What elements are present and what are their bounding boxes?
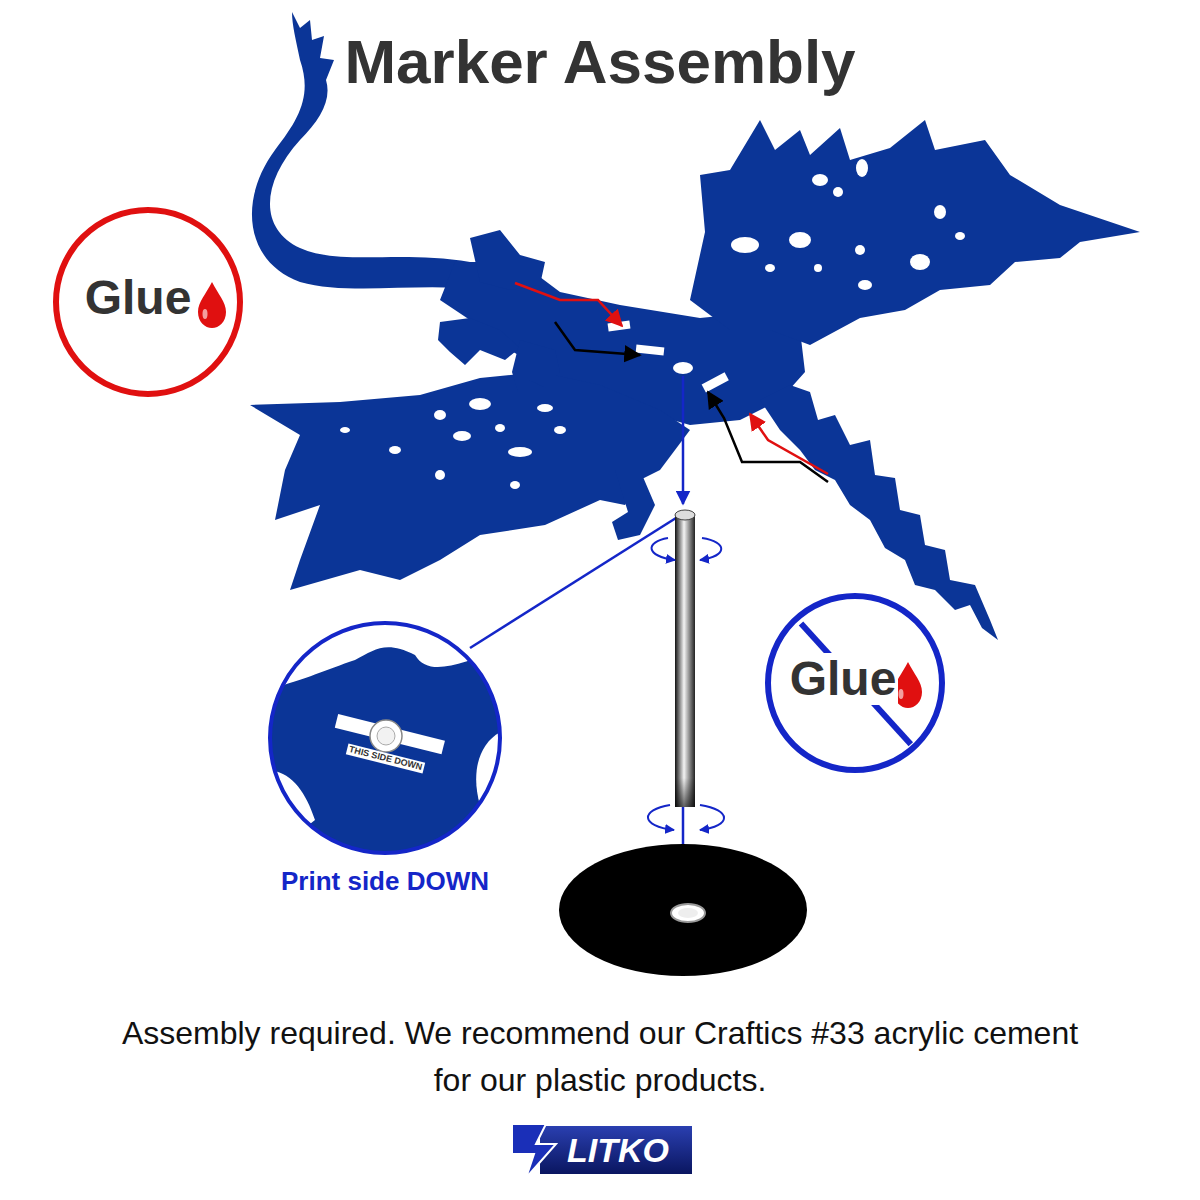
glue-label: Glue — [788, 653, 899, 705]
wing-holes-part — [910, 254, 930, 270]
sticker-hole — [377, 727, 395, 745]
support-rod-part — [675, 510, 695, 520]
wing-holes-part — [453, 431, 471, 441]
wing-holes-part — [858, 280, 872, 290]
logo-badge-part — [540, 1126, 692, 1174]
sticker-disc — [370, 720, 402, 752]
rotation-arrows — [648, 538, 724, 830]
wing-holes-part — [495, 424, 505, 432]
logo-badge-part — [512, 1124, 556, 1178]
diagram-title: Marker Assembly — [0, 24, 1200, 100]
rotation-arrows-part — [648, 805, 674, 830]
glue-arrows-part — [708, 392, 828, 482]
glue-drops — [198, 282, 922, 708]
inset-dragon-detail-part — [265, 620, 505, 860]
wing-holes-part — [765, 264, 775, 272]
inset-caption: Print side DOWN — [255, 865, 515, 898]
wing-holes-part — [702, 372, 729, 392]
inset-body — [265, 647, 505, 860]
wing-holes-part — [469, 398, 491, 410]
wing-holes-part — [673, 362, 693, 374]
base-disc — [559, 844, 807, 976]
placement-arrows-part — [682, 376, 685, 504]
dragon-silhouette-part — [512, 340, 560, 392]
dragon-silhouette-part — [470, 230, 545, 290]
glue-arrows-part — [555, 322, 640, 355]
glue-label: Glue — [83, 272, 194, 324]
base-disc-part — [678, 908, 698, 918]
inset-gap — [265, 770, 315, 860]
dragon-silhouette-part — [250, 372, 690, 590]
support-rod — [675, 510, 695, 807]
glue-arrows-part — [515, 283, 622, 326]
dragon-silhouette-part — [438, 318, 520, 365]
placement-arrows — [470, 376, 683, 900]
wing-holes-part — [435, 470, 445, 480]
dragon-silhouette-part — [690, 120, 1140, 345]
wing-holes-part — [789, 232, 811, 248]
wing-holes-part — [814, 264, 822, 272]
wing-holes — [340, 159, 965, 489]
wing-holes-part — [434, 410, 446, 420]
wing-holes-part — [508, 447, 532, 457]
glue-circle: Glue — [765, 593, 945, 773]
wing-holes-part — [855, 245, 865, 255]
inset-dragon-detail — [265, 620, 505, 860]
caption: Assembly required. We recommend our Craf… — [110, 1010, 1090, 1104]
wing-holes-part — [340, 427, 350, 433]
glue-circle: Glue — [53, 207, 243, 397]
rotation-arrows-part — [700, 805, 724, 830]
placement-arrows-part — [470, 518, 676, 648]
support-rod-part — [675, 515, 695, 807]
inset-circle — [265, 620, 505, 860]
wing-holes-part — [856, 159, 868, 177]
logo-badge — [512, 1124, 692, 1178]
wing-holes-part — [510, 481, 520, 489]
base-disc-part — [671, 904, 705, 922]
dragon-silhouette-part — [612, 470, 655, 540]
support-rod-part — [675, 515, 695, 807]
base-disc-part — [559, 844, 807, 976]
wing-holes-part — [537, 404, 553, 412]
red-arrow-lower-part — [750, 414, 828, 474]
red-arrow-lower — [750, 414, 828, 474]
inset-outline — [270, 623, 500, 853]
detail-inset: THIS SIDE DOWNPrint side DOWN — [265, 620, 505, 935]
logo-text: LITKO — [548, 1129, 688, 1171]
wing-holes-part — [554, 426, 566, 434]
dragon-silhouette-part — [760, 385, 998, 640]
drop-shine-part — [203, 309, 208, 319]
drop-shine — [203, 309, 904, 699]
rotation-arrows-part — [700, 538, 721, 560]
rotation-arrows-part — [652, 538, 675, 560]
wing-holes-part — [812, 174, 828, 186]
wing-holes-part — [389, 446, 401, 454]
drop-shine-part — [899, 689, 904, 699]
wing-holes-part — [955, 232, 965, 240]
wing-holes-part — [934, 205, 946, 219]
wing-holes-part — [731, 237, 759, 253]
glue-arrows — [515, 283, 828, 482]
wing-holes-part — [833, 187, 843, 197]
glue-drops-part — [198, 282, 226, 328]
